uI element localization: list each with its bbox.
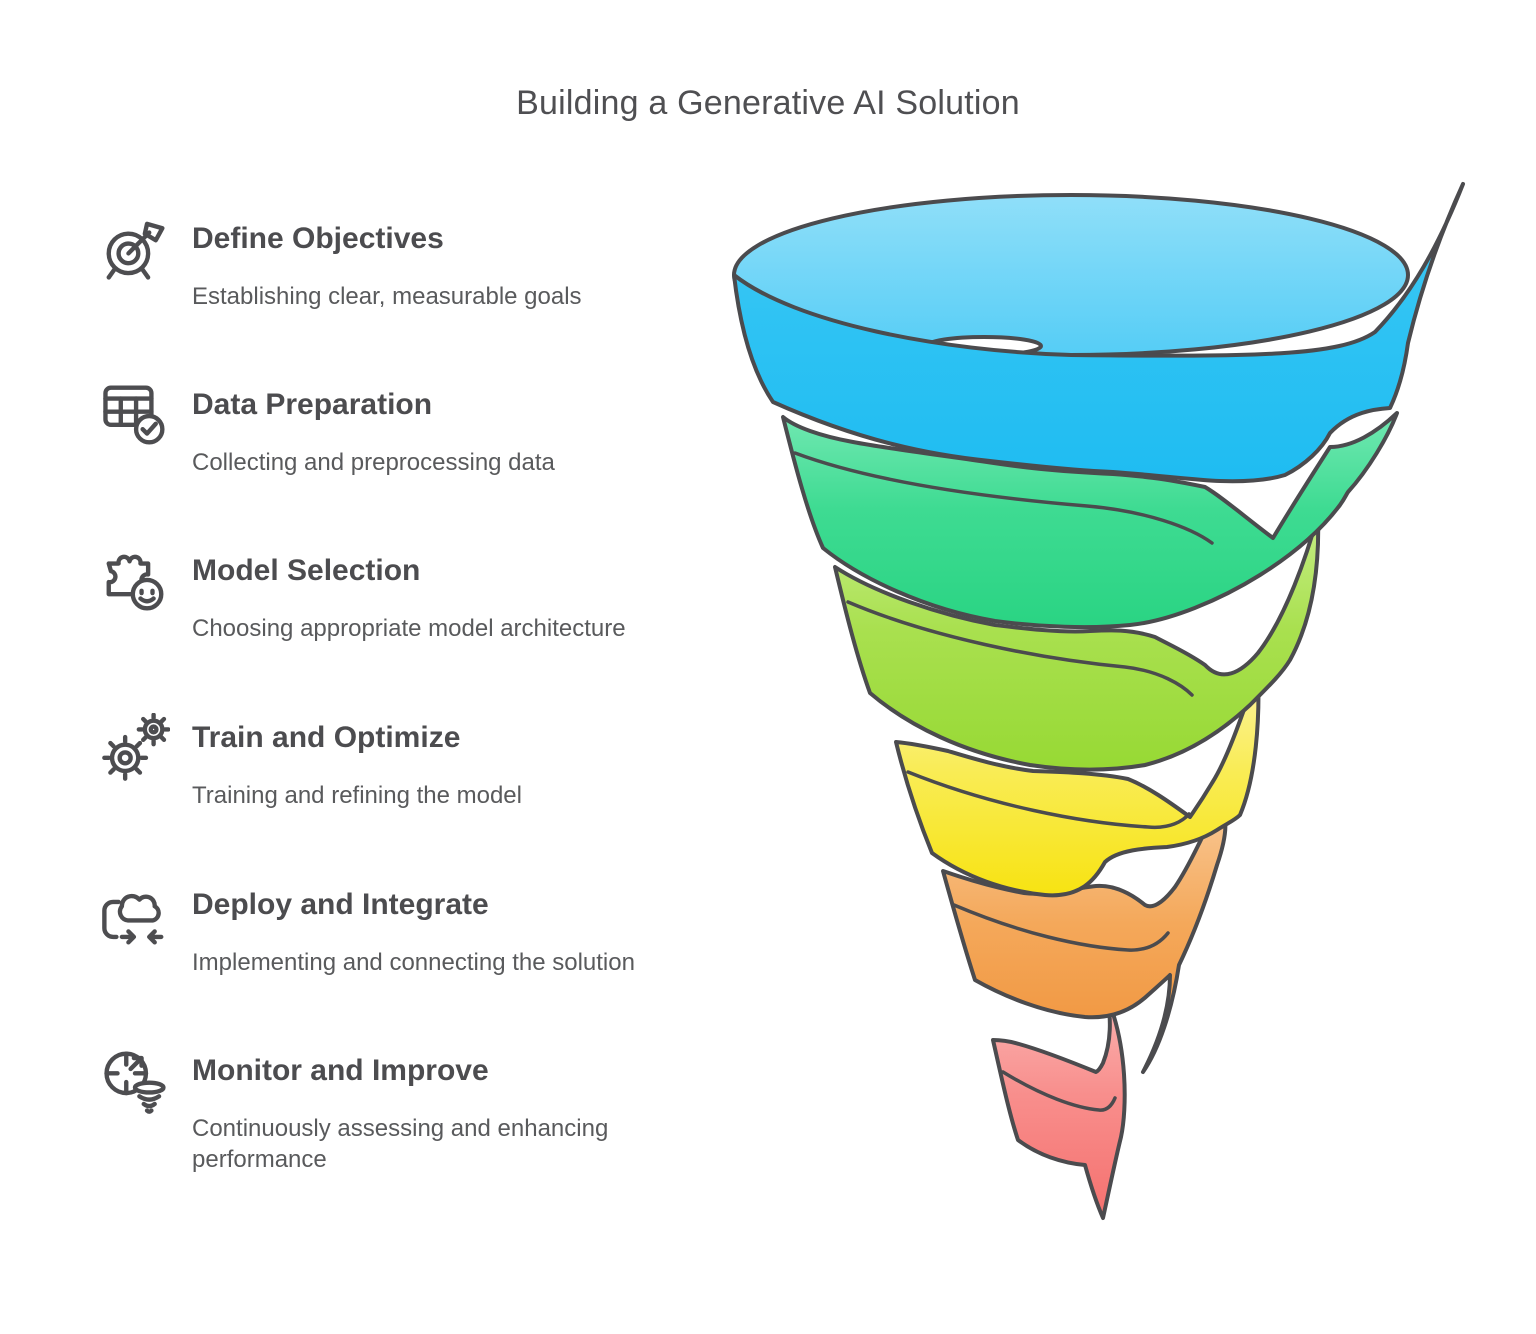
step-title: Model Selection — [192, 554, 421, 587]
funnel-band-deploy-and-integrate — [941, 801, 1228, 1074]
monitor-funnel-icon — [100, 1046, 170, 1116]
funnel-band-train-and-optimize — [894, 668, 1261, 898]
gears-icon — [100, 712, 171, 783]
step-train-and-optimize: Train and Optimize Training and refining… — [100, 712, 700, 811]
spiral-funnel-illustration — [700, 165, 1500, 1255]
step-title: Train and Optimize — [192, 721, 461, 754]
step-description: Continuously assessing and enhancing per… — [192, 1114, 609, 1174]
step-description: Collecting and preprocessing data — [192, 448, 555, 476]
step-title: Deploy and Integrate — [192, 888, 489, 921]
step-define-objectives: Define Objectives Establishing clear, me… — [100, 221, 700, 312]
target-icon — [100, 214, 170, 284]
step-monitor-and-improve: Monitor and Improve Continuously assessi… — [100, 1051, 700, 1176]
step-model-selection: Model Selection Choosing appropriate mod… — [100, 554, 700, 644]
step-title: Monitor and Improve — [192, 1054, 489, 1087]
step-title: Define Objectives — [192, 222, 444, 255]
table-check-icon — [100, 380, 170, 450]
step-data-preparation: Data Preparation Collecting and preproce… — [100, 385, 700, 478]
funnel-band-model-selection — [833, 513, 1321, 772]
step-title: Data Preparation — [192, 388, 433, 421]
page-title: Building a Generative AI Solution — [516, 84, 1020, 122]
step-description: Implementing and connecting the solution — [192, 948, 635, 976]
funnel-band-monitor-and-improve — [991, 993, 1127, 1220]
step-description: Training and refining the model — [192, 781, 522, 809]
step-deploy-and-integrate: Deploy and Integrate Implementing and co… — [100, 888, 700, 978]
cloud-arrows-icon — [100, 880, 170, 950]
puzzle-smiley-icon — [100, 546, 170, 616]
funnel-band-data-preparation — [781, 411, 1399, 630]
step-description: Establishing clear, measurable goals — [192, 282, 582, 310]
step-description: Choosing appropriate model architecture — [192, 614, 626, 642]
funnel-band-define-objectives — [732, 182, 1465, 484]
